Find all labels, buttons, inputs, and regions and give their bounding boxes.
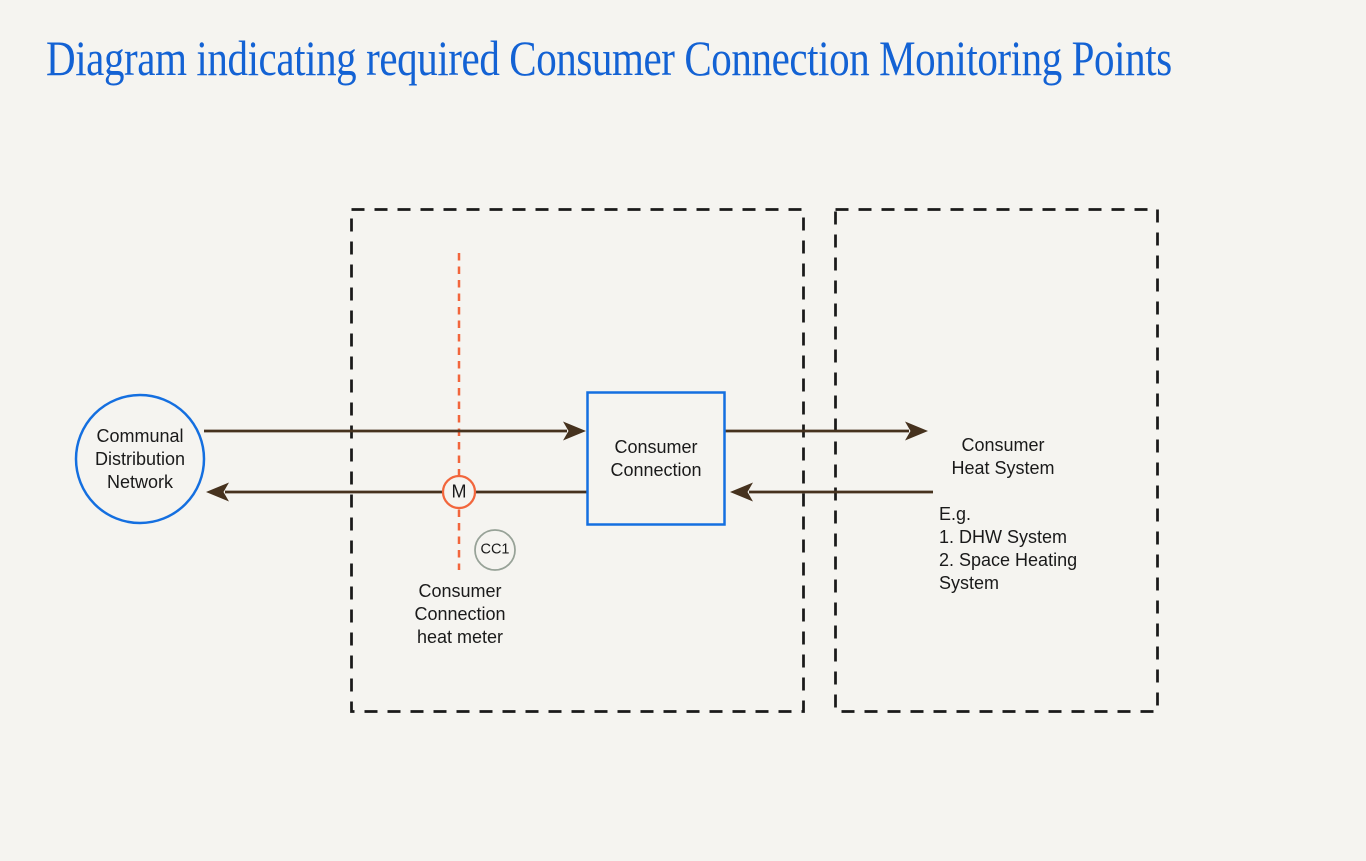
consumer-connection-box xyxy=(586,391,726,526)
page-title: Diagram indicating required Consumer Con… xyxy=(46,30,1172,86)
supply-arrowhead-right xyxy=(905,421,928,441)
supply-arrowhead-left xyxy=(563,421,586,441)
monitoring-point-cc1-circle xyxy=(474,529,516,571)
heat-meter-circle xyxy=(441,474,477,510)
return-arrowhead-left xyxy=(206,482,229,502)
communal-distribution-network-label: Communal Distribution Network xyxy=(94,426,186,492)
heat-meter-label: Consumer Connection heat meter xyxy=(414,581,506,647)
communal-distribution-network-circle xyxy=(74,393,206,525)
monitoring-point-cc1-tag: CC1 xyxy=(480,541,510,558)
consumer-connection-boundary xyxy=(350,208,805,713)
heat-meter-symbol: M xyxy=(451,481,467,502)
consumer-heat-system-boundary xyxy=(834,208,1159,713)
consumer-heat-system-label: Consumer Heat System xyxy=(951,435,1055,478)
consumer-connection-label: Consumer Connection xyxy=(610,437,702,480)
return-arrowhead-right xyxy=(730,482,753,502)
consumer-heat-system-examples: E.g. 1. DHW System 2. Space Heating Syst… xyxy=(939,504,1078,593)
